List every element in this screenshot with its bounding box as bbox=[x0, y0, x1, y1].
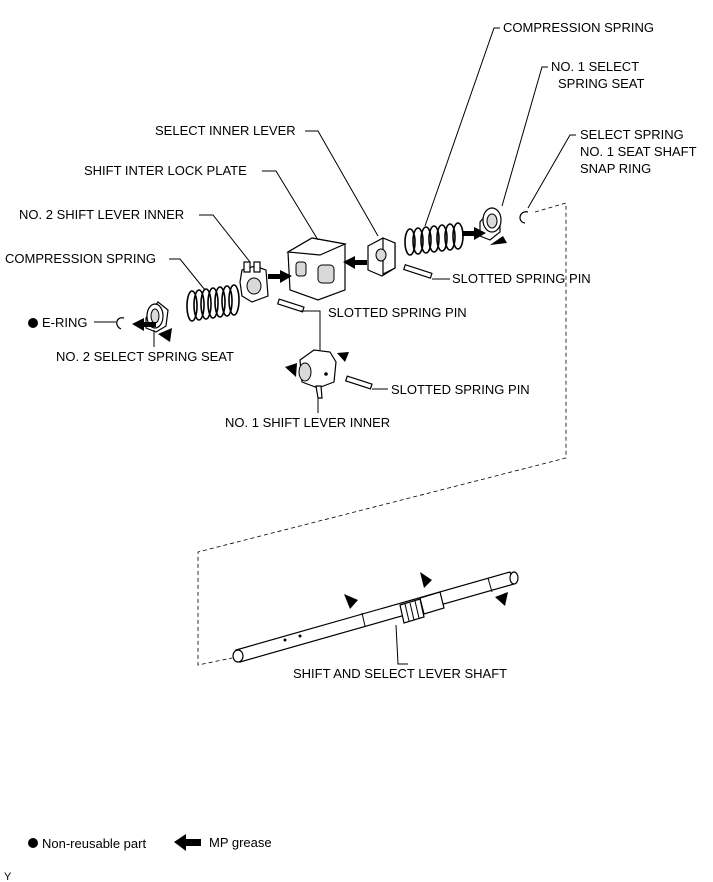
leader-lines bbox=[94, 27, 576, 665]
label-slotted-spring-pin-1: SLOTTED SPRING PIN bbox=[452, 271, 591, 286]
select-inner-lever-part bbox=[367, 237, 396, 277]
snap-ring-part bbox=[519, 211, 529, 224]
grease-arrow-6 bbox=[158, 328, 172, 342]
legend-non-reusable-icon bbox=[28, 838, 38, 848]
label-shift-select-lever-shaft: SHIFT AND SELECT LEVER SHAFT bbox=[293, 666, 507, 681]
label-e-ring: E-RING bbox=[42, 315, 88, 330]
slotted-spring-pins bbox=[276, 264, 433, 390]
no1-shift-lever-inner-part bbox=[298, 349, 337, 399]
grease-arrow-3 bbox=[343, 256, 367, 269]
grease-arrow-1 bbox=[462, 227, 486, 240]
label-shift-inter-lock-plate: SHIFT INTER LOCK PLATE bbox=[84, 163, 247, 178]
grease-arrow-10 bbox=[420, 572, 432, 588]
label-snap-ring-line3: SNAP RING bbox=[580, 161, 651, 176]
shift-select-lever-shaft-part bbox=[232, 571, 519, 663]
label-compression-spring-top: COMPRESSION SPRING bbox=[503, 20, 654, 35]
grease-arrow-5 bbox=[132, 318, 156, 331]
shift-inter-lock-plate-part bbox=[286, 237, 348, 301]
corner-mark: Y bbox=[4, 871, 12, 882]
grease-arrows bbox=[132, 227, 508, 609]
no2-select-spring-seat-part bbox=[145, 301, 169, 333]
non-reusable-dot-e-ring bbox=[28, 318, 38, 328]
grease-arrow-9 bbox=[344, 594, 358, 609]
label-slotted-spring-pin-2: SLOTTED SPRING PIN bbox=[328, 305, 467, 320]
legend-mp-grease-label: MP grease bbox=[209, 835, 272, 850]
label-snap-ring-line2: NO. 1 SEAT SHAFT bbox=[580, 144, 697, 159]
grease-arrow-2 bbox=[490, 236, 507, 245]
label-no1-shift-lever-inner: NO. 1 SHIFT LEVER INNER bbox=[225, 415, 390, 430]
label-compression-spring-left: COMPRESSION SPRING bbox=[5, 251, 156, 266]
label-snap-ring-line1: SELECT SPRING bbox=[580, 127, 684, 142]
label-slotted-spring-pin-3: SLOTTED SPRING PIN bbox=[391, 382, 530, 397]
label-select-inner-lever: SELECT INNER LEVER bbox=[155, 123, 296, 138]
label-no2-shift-lever-inner: NO. 2 SHIFT LEVER INNER bbox=[19, 207, 184, 222]
label-no1-select-spring-seat-line1: NO. 1 SELECT bbox=[551, 59, 639, 74]
no1-select-spring-seat-part bbox=[479, 207, 502, 241]
alignment-dashed-lines bbox=[197, 202, 567, 666]
legend-grease-arrow-icon bbox=[174, 834, 201, 851]
e-ring-part bbox=[116, 317, 125, 330]
legend: Non-reusable part MP grease bbox=[28, 834, 272, 851]
compression-spring-top-part bbox=[404, 222, 464, 256]
grease-arrow-4 bbox=[268, 270, 292, 283]
part-labels: COMPRESSION SPRING NO. 1 SELECT SPRING S… bbox=[5, 20, 697, 681]
no2-shift-lever-inner-part bbox=[239, 261, 269, 303]
legend-non-reusable-label: Non-reusable part bbox=[42, 836, 146, 851]
label-no1-select-spring-seat-line2: SPRING SEAT bbox=[558, 76, 645, 91]
compression-spring-left-part bbox=[186, 284, 240, 322]
label-no2-select-spring-seat: NO. 2 SELECT SPRING SEAT bbox=[56, 349, 234, 364]
grease-arrow-11 bbox=[495, 592, 508, 606]
grease-arrow-8 bbox=[337, 352, 349, 362]
grease-arrow-7 bbox=[285, 363, 297, 377]
